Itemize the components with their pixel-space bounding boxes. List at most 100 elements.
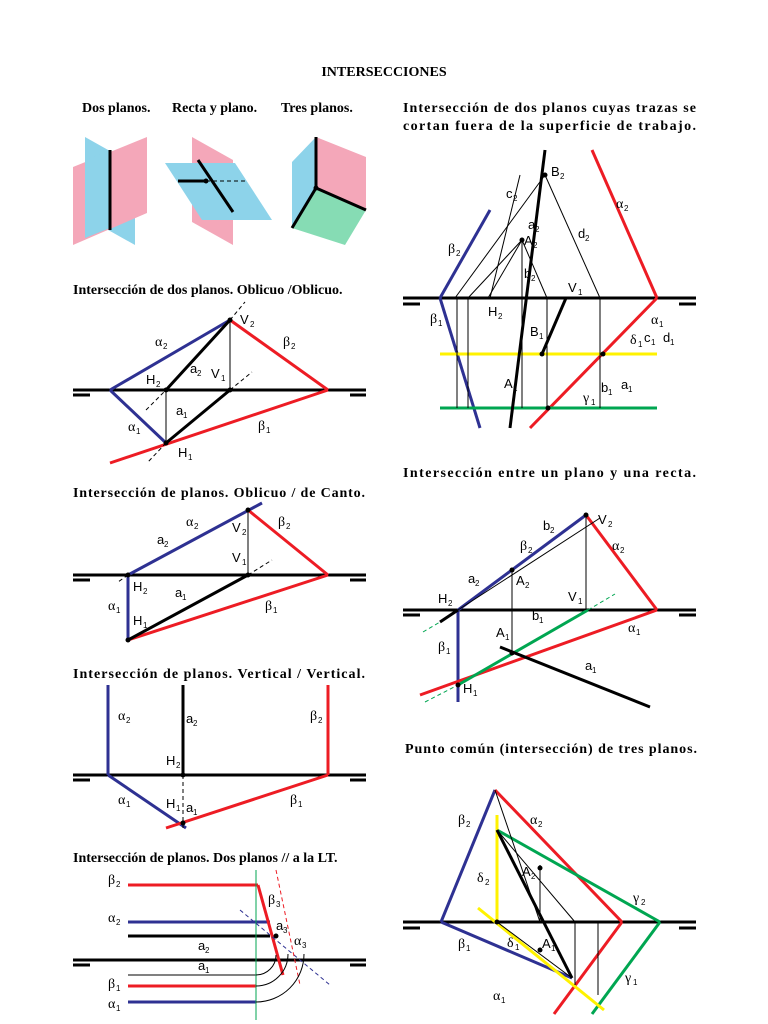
svg-text:1: 1 — [670, 338, 675, 347]
trace-alpha-1 — [108, 388, 168, 445]
svg-text:2: 2 — [528, 546, 533, 555]
svg-text:V: V — [598, 512, 607, 527]
svg-text:1: 1 — [578, 288, 583, 297]
svg-text:A: A — [504, 376, 513, 391]
svg-text:a: a — [198, 938, 206, 953]
svg-text:1: 1 — [608, 388, 613, 397]
svg-text:2: 2 — [194, 522, 199, 531]
svg-text:1: 1 — [466, 944, 471, 953]
svg-text:2: 2 — [513, 194, 518, 203]
svg-text:H: H — [178, 445, 187, 460]
heading-trazas-fuera-2: cortan fuera de la superficie de trabajo… — [403, 119, 696, 134]
svg-text:b: b — [524, 266, 531, 281]
svg-text:1: 1 — [539, 332, 544, 341]
svg-text:α: α — [118, 709, 126, 724]
svg-text:V: V — [232, 520, 241, 535]
svg-text:1: 1 — [116, 1004, 121, 1013]
svg-text:H: H — [438, 591, 447, 606]
svg-text:a: a — [528, 217, 536, 232]
svg-text:2: 2 — [163, 342, 168, 351]
projection-a2 — [164, 318, 232, 392]
svg-text:α: α — [616, 197, 624, 212]
svg-text:1: 1 — [446, 647, 451, 656]
svg-text:1: 1 — [126, 800, 131, 809]
svg-text:2: 2 — [538, 820, 543, 829]
heading-tres-planos: Tres planos. — [281, 101, 353, 116]
svg-text:d: d — [578, 226, 585, 241]
svg-text:b: b — [532, 608, 539, 623]
svg-text:α: α — [530, 813, 538, 828]
svg-text:α: α — [108, 911, 116, 926]
heading-tres-planos-punto: Punto común (intersección) de tres plano… — [405, 742, 697, 757]
svg-text:V: V — [568, 589, 577, 604]
svg-text:a: a — [276, 918, 284, 933]
svg-text:a: a — [186, 800, 194, 815]
svg-text:α: α — [118, 793, 126, 808]
svg-text:2: 2 — [197, 369, 202, 378]
svg-text:1: 1 — [266, 426, 271, 435]
svg-text:2: 2 — [242, 528, 247, 537]
svg-text:2: 2 — [126, 716, 131, 725]
svg-text:3: 3 — [276, 900, 281, 909]
svg-text:1: 1 — [591, 398, 596, 407]
svg-text:α: α — [108, 599, 116, 614]
svg-text:1: 1 — [273, 606, 278, 615]
svg-text:a: a — [190, 361, 198, 376]
svg-text:1: 1 — [176, 804, 181, 813]
svg-text:2: 2 — [475, 579, 480, 588]
svg-text:b: b — [543, 518, 550, 533]
svg-text:2: 2 — [585, 234, 590, 243]
sketch-two-planes — [73, 137, 147, 245]
sketch-line-plane — [165, 137, 272, 245]
heading-plano-recta: Intersección entre un plano y una recta. — [403, 466, 696, 481]
heading-trazas-fuera-1: Intersección de dos planos cuyas trazas … — [403, 101, 696, 116]
svg-text:2: 2 — [164, 540, 169, 549]
svg-text:γ: γ — [632, 891, 639, 906]
svg-text:2: 2 — [531, 872, 536, 881]
svg-text:1: 1 — [205, 966, 210, 975]
svg-text:2: 2 — [250, 320, 255, 329]
svg-text:α: α — [628, 621, 636, 636]
svg-text:2: 2 — [608, 520, 613, 529]
projection-a1 — [165, 388, 231, 445]
heading-recta-plano: Recta y plano. — [172, 101, 257, 116]
svg-text:α: α — [108, 997, 116, 1012]
svg-text:β: β — [310, 709, 317, 724]
svg-text:α: α — [294, 934, 302, 949]
svg-text:1: 1 — [539, 616, 544, 625]
svg-text:2: 2 — [176, 761, 181, 770]
svg-text:α: α — [651, 313, 659, 328]
svg-text:a: a — [186, 711, 194, 726]
svg-text:V: V — [240, 312, 249, 327]
svg-text:1: 1 — [438, 319, 443, 328]
svg-text:α: α — [612, 539, 620, 554]
trace-beta-2 — [229, 318, 329, 392]
svg-text:1: 1 — [116, 984, 121, 993]
trace-beta-1 — [109, 388, 329, 465]
svg-text:β: β — [278, 515, 285, 530]
heading-vertical-vertical: Intersección de planos. Vertical / Verti… — [73, 667, 365, 682]
svg-text:H: H — [133, 579, 142, 594]
page-title: INTERSECCIONES — [321, 65, 446, 80]
svg-text:H: H — [463, 681, 472, 696]
svg-text:H: H — [166, 753, 175, 768]
svg-text:2: 2 — [193, 719, 198, 728]
svg-text:1: 1 — [143, 621, 148, 630]
heading-dos-planos: Dos planos. — [82, 101, 150, 116]
svg-text:1: 1 — [633, 978, 638, 987]
svg-text:β: β — [268, 893, 275, 908]
svg-text:H: H — [146, 372, 155, 387]
svg-text:1: 1 — [659, 320, 664, 329]
svg-text:a: a — [198, 958, 206, 973]
svg-text:1: 1 — [193, 808, 198, 817]
svg-text:2: 2 — [624, 204, 629, 213]
svg-text:1: 1 — [651, 338, 656, 347]
svg-text:α: α — [155, 335, 163, 350]
